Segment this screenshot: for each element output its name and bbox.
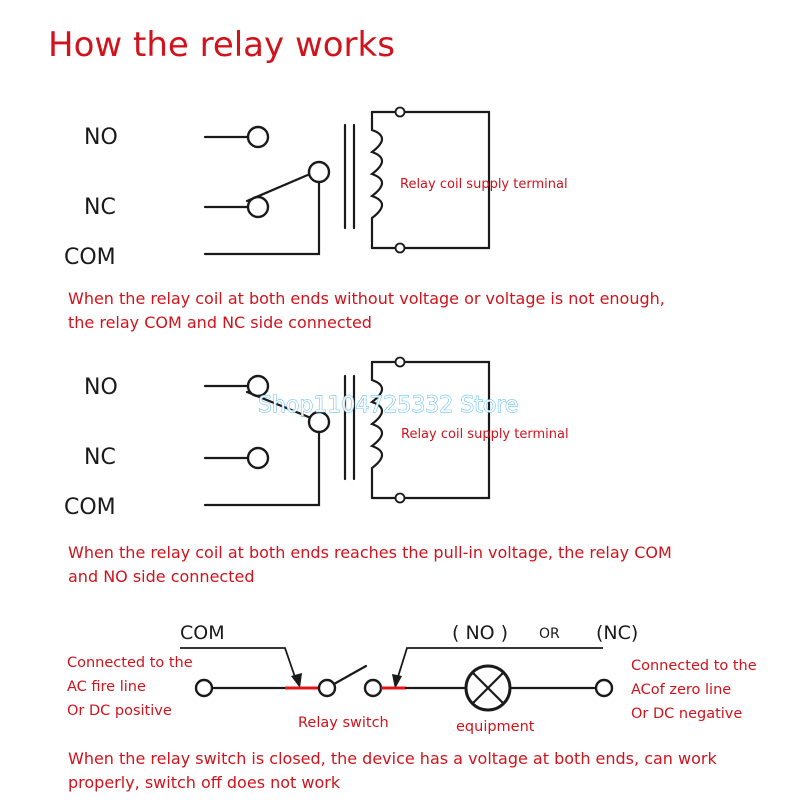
label-no-2: NO: [84, 375, 118, 400]
com-pointer-arrow: [291, 673, 302, 688]
caption-1-line-2: the relay COM and NC side connected: [68, 313, 372, 332]
armature-1: [245, 172, 312, 203]
circuit-label-com: COM: [180, 622, 225, 644]
right-label-line-3: Or DC negative: [631, 706, 742, 722]
coil-2: [369, 360, 384, 500]
page-title: How the relay works: [48, 25, 395, 65]
no-pointer-arrow: [392, 674, 402, 689]
circuit-caption-line-2: properly, switch off does not work: [68, 773, 341, 792]
switch-blade: [332, 664, 368, 686]
no-pointer: [396, 647, 603, 681]
circuit-label-no: ( NO ): [452, 622, 508, 644]
left-label-line-1: Connected to the: [67, 655, 193, 671]
coil-supply-frame-2: [370, 360, 491, 500]
circuit-label-or: OR: [539, 626, 560, 642]
lamp-cross-b: [471, 671, 505, 705]
com-lead-2: [203, 430, 321, 507]
label-nc-2: NC: [84, 445, 116, 470]
coil-label-1: Relay coil supply terminal: [400, 177, 568, 192]
coil-supply-frame-1: [370, 110, 491, 250]
switch-contact-right: [363, 678, 383, 698]
caption-2-line-1: When the relay coil at both ends reaches…: [68, 543, 672, 562]
switch-label: Relay switch: [298, 715, 389, 731]
switch-circuit: COM ( NO ) OR (NC) Connected to the AC f…: [67, 622, 757, 792]
coil-label-2: Relay coil supply terminal: [401, 427, 569, 442]
relay-diagram-1: NO NC COM Relay coil supply terminal Whe…: [64, 106, 665, 332]
com-pivot-1: [307, 160, 331, 184]
circuit-label-nc: (NC): [596, 622, 638, 644]
coil-terminal-bottom-2: [394, 492, 406, 504]
coil-1: [369, 110, 384, 250]
coil-terminal-top-2: [394, 356, 406, 368]
left-terminal: [194, 678, 214, 698]
coil-terminal-bottom-1: [394, 242, 406, 254]
label-com-1: COM: [64, 245, 116, 270]
left-label-line-3: Or DC positive: [67, 703, 172, 719]
label-nc-1: NC: [84, 195, 116, 220]
equipment-label: equipment: [456, 719, 535, 735]
store-watermark: Shop1104725332 Store: [258, 393, 518, 418]
right-label-line-1: Connected to the: [631, 658, 757, 674]
label-com-2: COM: [64, 495, 116, 520]
circuit-caption-line-1: When the relay switch is closed, the dev…: [68, 749, 717, 768]
coil-terminal-top-1: [394, 106, 406, 118]
right-terminal: [594, 678, 614, 698]
right-label-line-2: ACof zero line: [631, 682, 731, 698]
caption-2-line-2: and NO side connected: [68, 567, 254, 586]
label-no-1: NO: [84, 125, 118, 150]
com-pointer: [180, 647, 297, 681]
nc-contact-2: [246, 446, 270, 470]
caption-1-line-1: When the relay coil at both ends without…: [68, 289, 665, 308]
relay-diagram-2: NO NC COM Relay coil supply terminal Whe…: [64, 356, 672, 586]
switch-contact-left: [317, 678, 337, 698]
no-contact-1: [246, 125, 270, 149]
left-label-line-2: AC fire line: [67, 679, 146, 695]
armature-2: [245, 390, 313, 420]
com-lead-1: [203, 180, 321, 256]
